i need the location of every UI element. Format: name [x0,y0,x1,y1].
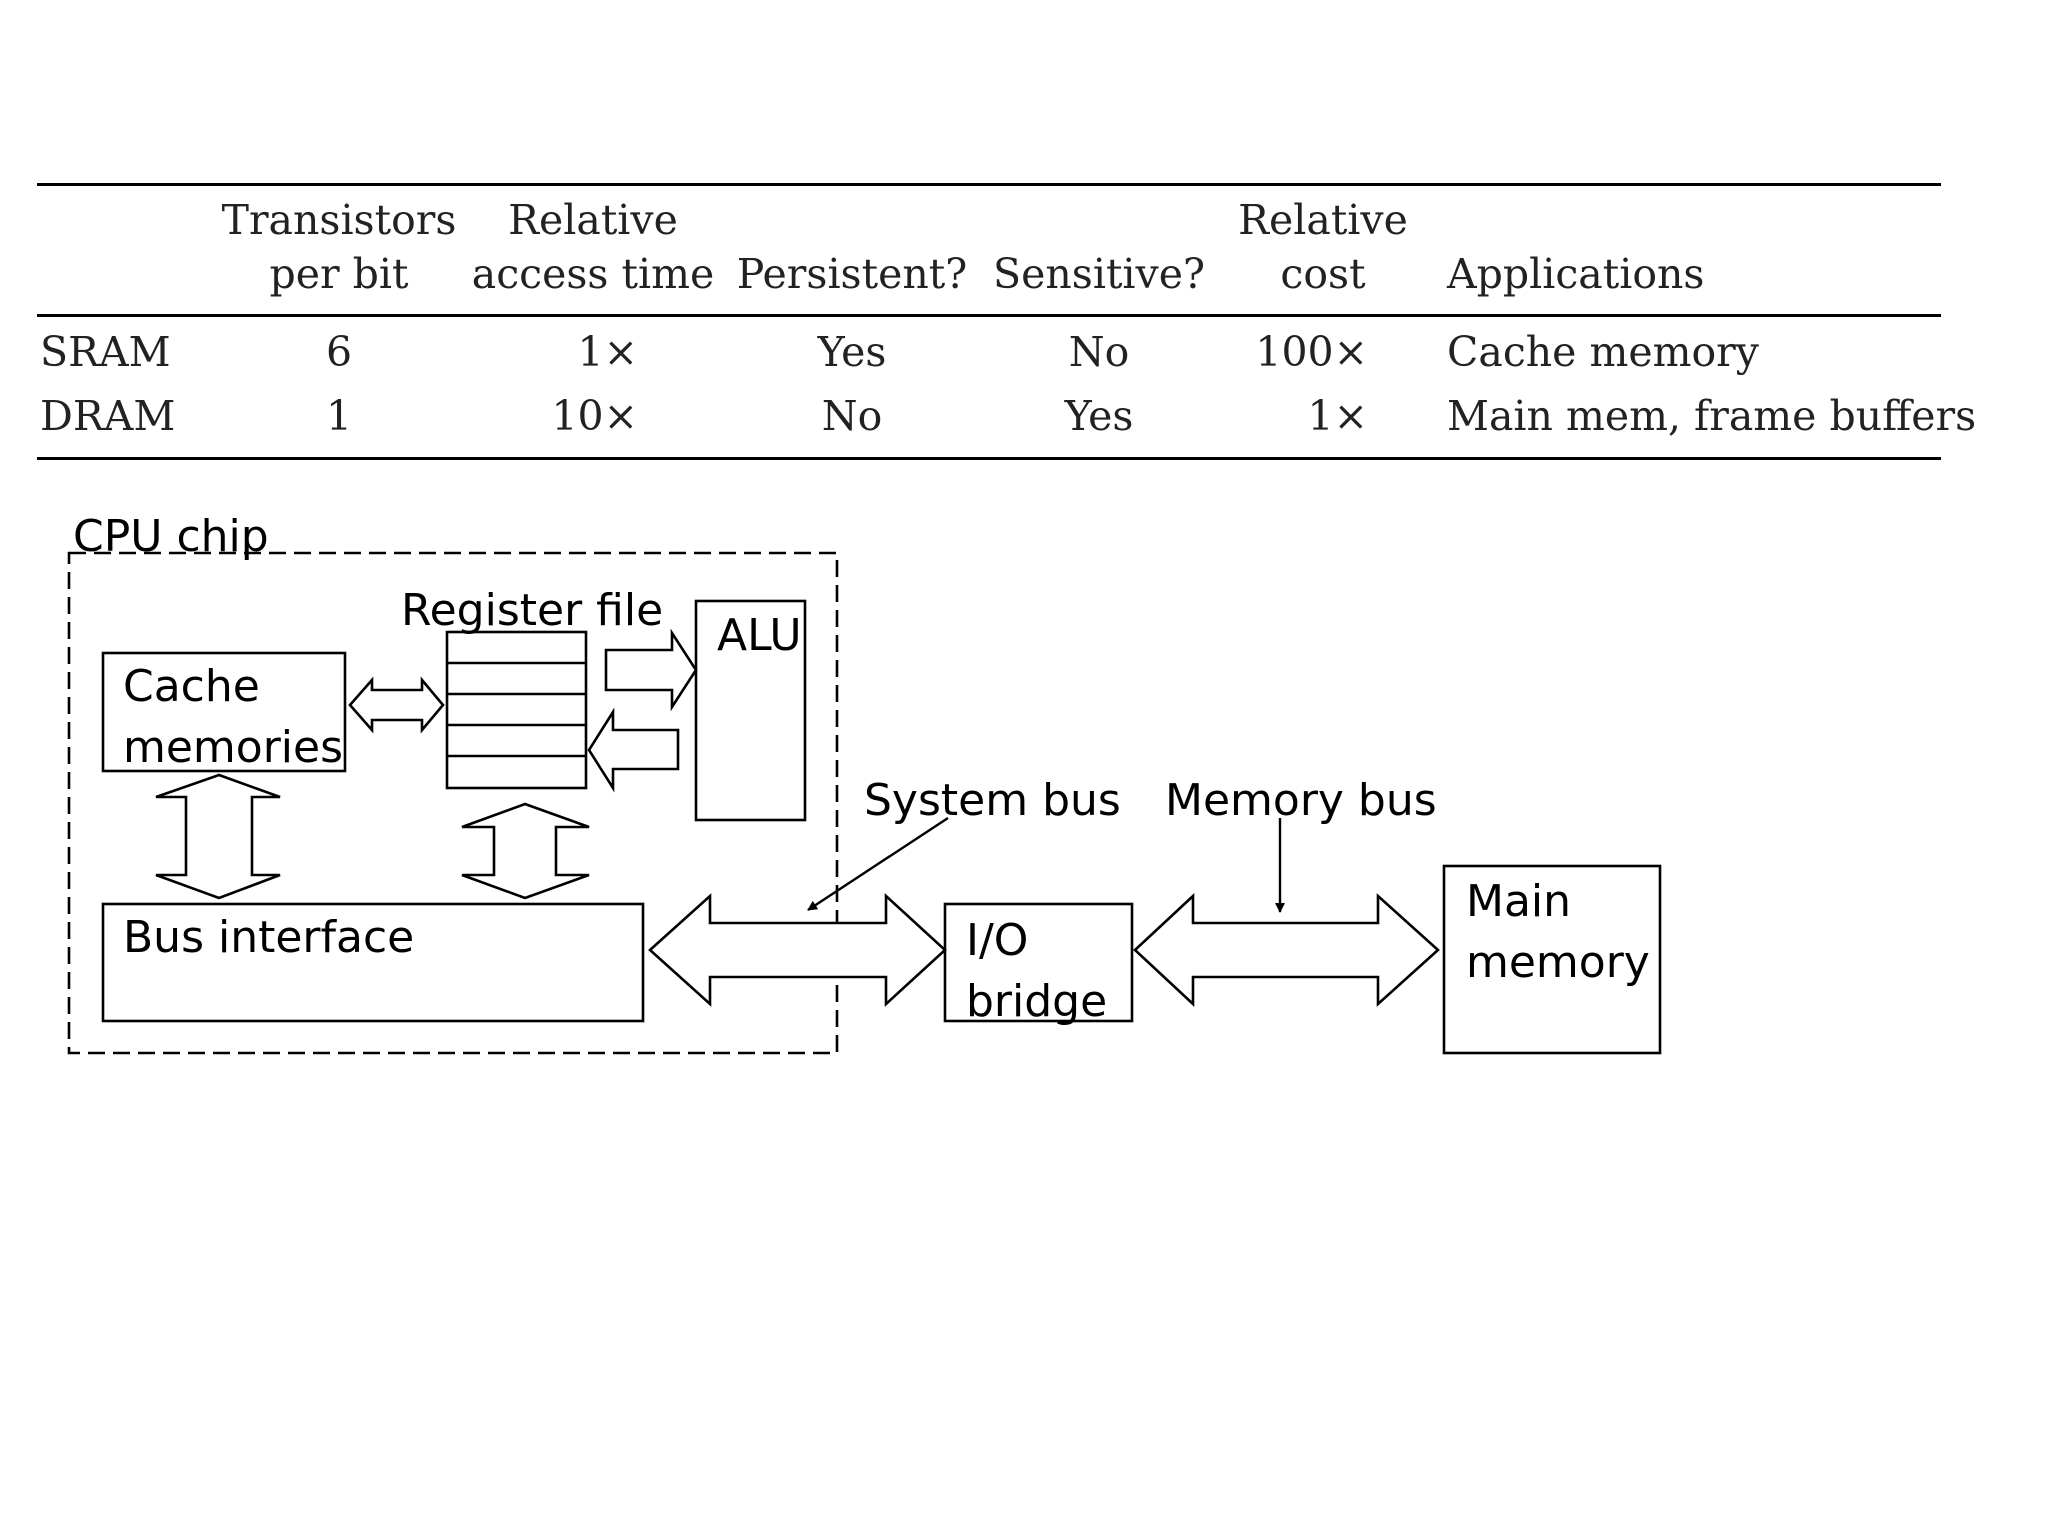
register-file-label: Register file [401,585,664,636]
row-dram-applications: Main mem, frame buffers [1447,392,1977,440]
cache-memories-label: Cache memories [123,661,344,773]
system-bus-arrow [648,893,947,1007]
header-cost-line1: Relative [1238,196,1408,244]
bus-interface-label: Bus interface [123,912,415,963]
header-cost-line2: cost [1280,250,1366,298]
io-bridge-label: I/O bridge [966,915,1108,1027]
row-dram-access: 10× [551,392,638,440]
main-memory-box [1442,864,1662,1055]
table-top-rule [37,183,1941,186]
alu-to-register-arrow [587,707,680,793]
table-header-rule [37,314,1941,317]
alu-label: ALU [717,610,802,661]
register-bus-arrow [461,802,590,900]
cpu-chip-boundary [67,551,839,1055]
system-bus-label: System bus [864,775,1121,826]
header-transistors-line1: Transistors [221,196,457,244]
row-sram-applications: Cache memory [1447,328,1759,376]
system-bus-pointer [807,816,949,912]
io-bridge-box [943,902,1134,1023]
cache-bus-arrow [155,773,281,900]
memory-bus-arrow [1133,893,1440,1007]
memory-comparison-table: Transistors per bit Relative access time… [37,183,1976,460]
row-sram-persistent: Yes [817,328,887,376]
header-access-line2: access time [471,250,715,298]
header-applications: Applications [1447,250,1705,298]
cache-register-arrow [348,676,445,734]
row-sram-transistors: 6 [325,328,353,376]
header-sensitive: Sensitive? [993,250,1205,298]
row-sram-name: SRAM [40,328,171,376]
row-dram-sensitive: Yes [1064,392,1134,440]
cache-memories-box [101,651,347,773]
main-memory-label: Main memory [1466,876,1650,988]
row-dram-cost: 1× [1307,392,1368,440]
row-dram-transistors: 1 [325,392,353,440]
row-sram-sensitive: No [1068,328,1130,376]
memory-bus-label: Memory bus [1165,775,1437,826]
alu-box [694,599,807,822]
row-sram-access: 1× [577,328,638,376]
header-transistors-line2: per bit [269,250,409,298]
header-access-line1: Relative [508,196,678,244]
bus-interface-box [101,902,645,1023]
header-persistent: Persistent? [736,250,968,298]
register-file-box [445,630,588,790]
row-dram-persistent: No [821,392,883,440]
register-to-alu-arrow [604,628,698,712]
table-bottom-rule [37,457,1941,460]
cpu-chip-label: CPU chip [73,511,269,562]
row-sram-cost: 100× [1255,328,1368,376]
row-dram-name: DRAM [40,392,176,440]
